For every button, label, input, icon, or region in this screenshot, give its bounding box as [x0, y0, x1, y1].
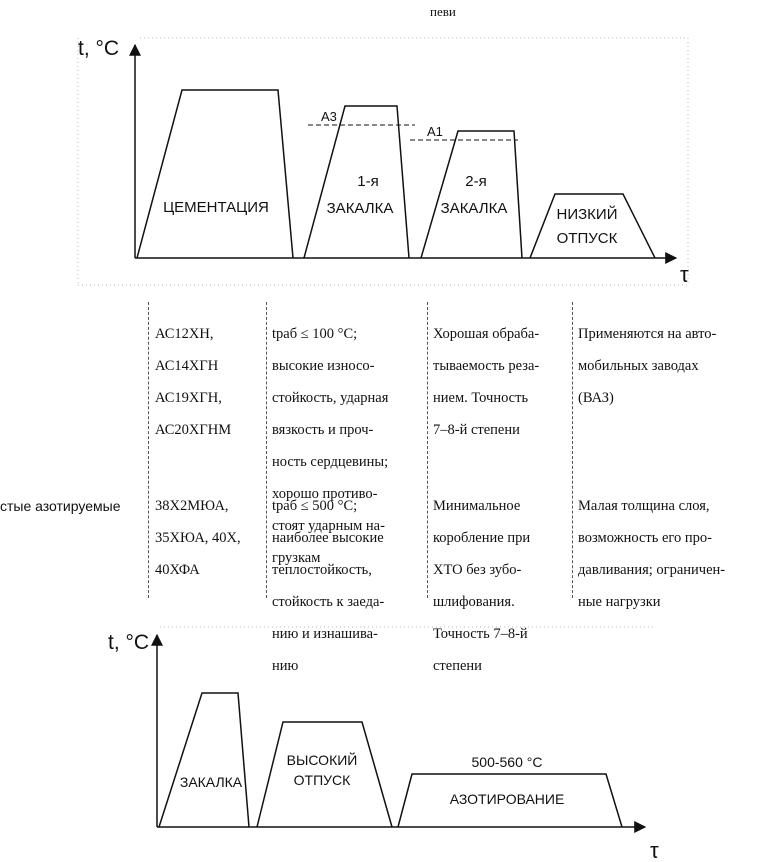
row-2-steels: 38Х2МЮА, 35ХЮА, 40Х, 40ХФА: [155, 498, 241, 578]
stage-low-tempering-profile: [529, 193, 656, 259]
stage-quench-label: ЗАКАЛКА: [180, 774, 243, 790]
diagram-2-y-axis-label: t, °C: [108, 631, 149, 654]
stage-quench-2-profile: [420, 130, 523, 259]
table-divider-3: [427, 302, 428, 598]
a1-label: A1: [427, 124, 443, 139]
temperature-label: 500-560 °С: [472, 754, 543, 770]
row-1-notes: Применяются на авто- мобильных заводах (…: [578, 326, 717, 406]
diagram-1-y-axis-label: t, °C: [78, 37, 119, 60]
diagram-2-nitriding: t, °C τ ЗАКАЛКА ВЫСОКИЙ ОТПУСК 500-560 °…: [108, 626, 659, 862]
stage-quench-1-label-line2: ЗАКАЛКА: [327, 200, 394, 217]
stage-quench-1-label-line1: 1-я: [357, 173, 378, 190]
stage-high-tempering-label-line2: ОТПУСК: [294, 772, 352, 788]
stage-carburizing-label: ЦЕМЕНТАЦИЯ: [163, 199, 269, 216]
stage-low-tempering-label-line1: НИЗКИЙ: [557, 205, 618, 223]
row-1-steels: АС12ХН, АС14ХГН АС19ХГН, АС20ХГНМ: [155, 326, 232, 438]
stage-high-tempering-profile: [256, 721, 393, 828]
diagram-1-x-axis-label: τ: [680, 262, 689, 287]
stage-carburizing-profile: [136, 89, 294, 259]
header-fragment: певи: [430, 4, 456, 19]
stage-quench-profile: [158, 692, 250, 828]
row-1-machinability: Хорошая обраба- тываемость реза- нием. Т…: [433, 326, 540, 438]
stage-low-tempering-label-line2: ОТПУСК: [557, 230, 618, 247]
stage-high-tempering-label-line1: ВЫСОКИЙ: [287, 751, 358, 768]
row-2-properties: tраб ≤ 500 °С; наиболее высокие теплосто…: [272, 498, 385, 674]
a3-label: A3: [321, 109, 337, 124]
table-divider-2: [266, 302, 267, 598]
row-2-notes: Малая толщина слоя, возможность его про-…: [578, 498, 726, 610]
stage-quench-2-label-line2: ЗАКАЛКА: [441, 200, 508, 217]
stage-nitriding-label: АЗОТИРОВАНИЕ: [450, 791, 565, 807]
diagram-1-carburizing: t, °C τ A3 A1 ЦЕМЕНТАЦИЯ 1-я ЗАКАЛКА 2-я…: [77, 37, 689, 287]
row-2-machinability: Минимальное коробление при ХТО без зубо-…: [433, 498, 531, 674]
table-divider-1: [148, 302, 149, 598]
row-2-label: стые азотируемые: [0, 498, 121, 514]
stage-quench-2-label-line1: 2-я: [465, 173, 486, 190]
row-1-properties: tраб ≤ 100 °С; высокие износо- стойкость…: [272, 326, 389, 566]
stage-nitriding-profile: [397, 773, 623, 828]
diagram-2-x-axis-label: τ: [650, 838, 659, 862]
stage-quench-1-profile: [303, 105, 410, 259]
table-divider-4: [572, 302, 573, 598]
